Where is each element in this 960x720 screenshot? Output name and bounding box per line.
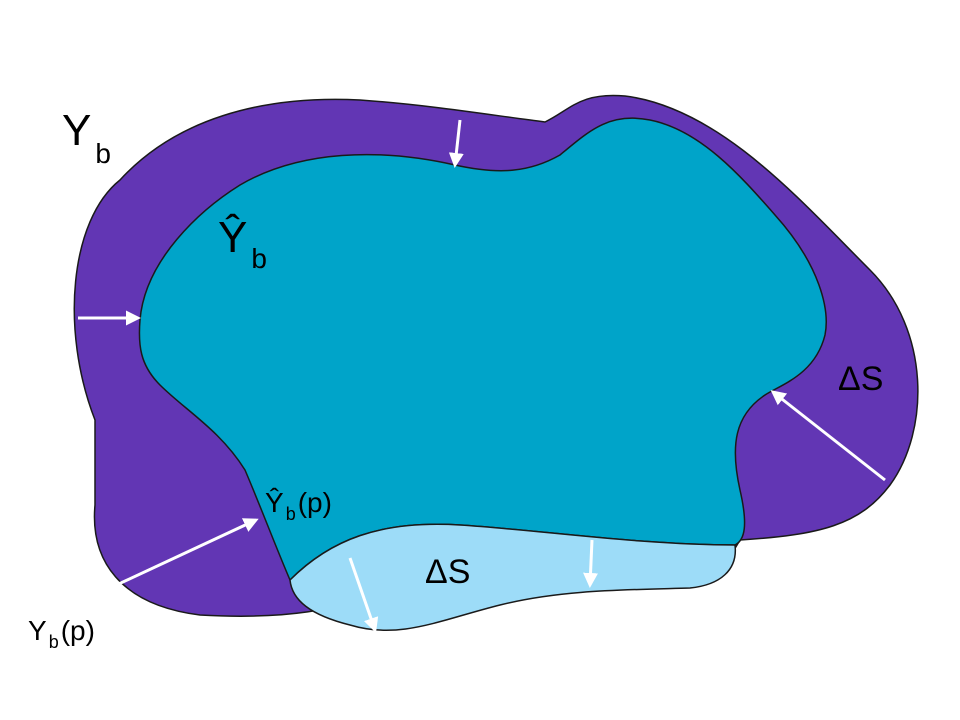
displacement-arrows bbox=[78, 119, 886, 633]
arrow-overshoot-left bbox=[348, 557, 379, 633]
arrow-top bbox=[448, 119, 464, 168]
arrow-overshoot-right bbox=[583, 539, 599, 588]
arrow-lower-left bbox=[94, 518, 259, 597]
delta-s-bottom-label: ΔS bbox=[425, 553, 470, 591]
arrow-right bbox=[770, 390, 886, 482]
delta-s-right-label: ΔS bbox=[838, 360, 883, 398]
